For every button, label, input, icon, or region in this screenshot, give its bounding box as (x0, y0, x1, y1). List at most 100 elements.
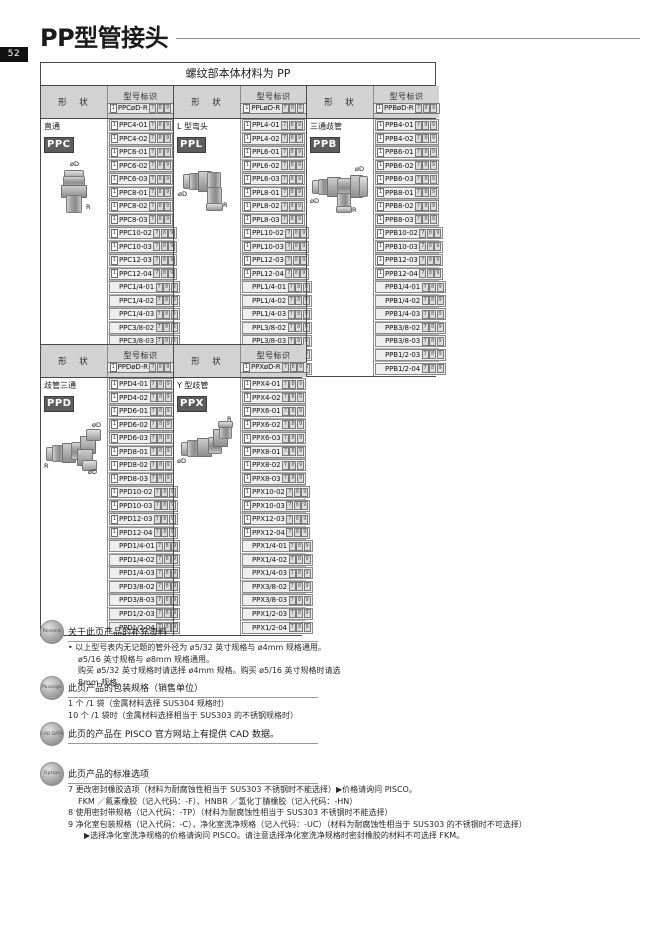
series-code: 1 (244, 269, 251, 279)
option-code: 8 (156, 201, 164, 211)
option-code: 7 (156, 595, 164, 605)
option-code: 7 (153, 242, 161, 252)
series-code: 1 (377, 201, 384, 211)
option-code: 9 (429, 188, 437, 198)
header-shape-label: 形 状 (41, 345, 107, 377)
option-code: 8 (288, 188, 296, 198)
